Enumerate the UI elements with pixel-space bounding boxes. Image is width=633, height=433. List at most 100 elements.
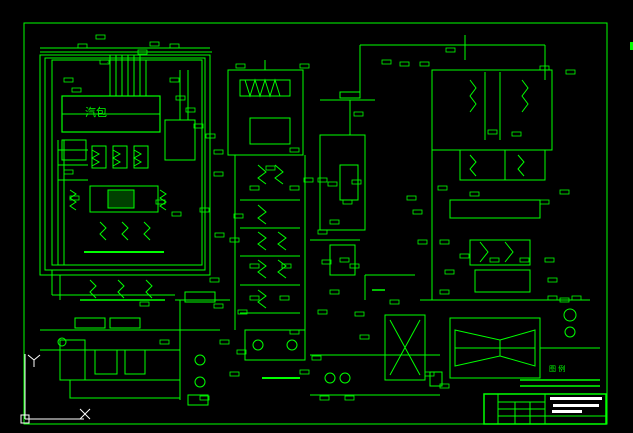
equipment-tag	[63, 169, 74, 175]
equipment-tag	[149, 41, 160, 47]
equipment-tag	[63, 77, 74, 83]
equipment-tag	[265, 165, 276, 171]
equipment-tag	[229, 371, 240, 377]
equipment-tag	[439, 383, 450, 389]
equipment-tag	[419, 61, 430, 67]
equipment-tag	[389, 299, 400, 305]
equipment-tag	[321, 259, 332, 265]
equipment-tag	[236, 349, 247, 355]
boiler-block	[39, 47, 212, 329]
equipment-tag	[469, 191, 480, 197]
equipment-tag	[209, 277, 220, 283]
equipment-tag	[445, 47, 456, 53]
equipment-tag	[317, 229, 328, 235]
equipment-tag	[399, 61, 410, 67]
equipment-tag	[311, 355, 322, 361]
equipment-tag	[299, 369, 310, 375]
equipment-tag	[249, 185, 260, 191]
equipment-tag	[319, 395, 330, 401]
equipment-tag	[139, 301, 150, 307]
equipment-tag	[303, 177, 314, 183]
equipment-tag	[519, 257, 530, 263]
equipment-tag	[219, 339, 230, 345]
equipment-tag	[444, 269, 455, 275]
equipment-tag	[214, 232, 225, 238]
equipment-tag	[69, 195, 80, 201]
equipment-tag	[229, 237, 240, 243]
equipment-tag	[511, 131, 522, 137]
equipment-tag	[233, 213, 244, 219]
equipment-tag	[171, 211, 182, 217]
equipment-tag	[351, 179, 362, 185]
equipment-tag	[99, 59, 110, 65]
equipment-tag	[249, 295, 260, 301]
drum-label: 汽包	[85, 105, 107, 119]
equipment-tag	[547, 295, 558, 301]
drum-annotation: ·	[107, 60, 109, 66]
equipment-tag	[381, 59, 392, 65]
equipment-tag	[342, 199, 353, 205]
equipment-tag	[155, 199, 166, 205]
equipment-tag	[281, 263, 292, 269]
equipment-tag	[354, 311, 365, 317]
equipment-tag	[439, 239, 450, 245]
equipment-tag	[213, 303, 224, 309]
equipment-tag	[317, 177, 328, 183]
equipment-tag	[571, 295, 582, 301]
pump-area	[40, 291, 230, 406]
equipment-tag	[459, 253, 470, 259]
equipment-tag	[289, 329, 300, 335]
equipment-tag	[249, 263, 260, 269]
equipment-tag	[235, 63, 246, 69]
equipment-tag	[193, 123, 204, 129]
equipment-tag	[199, 207, 210, 213]
equipment-tag	[359, 334, 370, 340]
equipment-tags	[63, 34, 582, 401]
equipment-tag	[344, 395, 355, 401]
equipment-tag	[213, 149, 224, 155]
equipment-tag	[299, 63, 310, 69]
equipment-tag	[417, 239, 428, 245]
equipment-tag	[77, 43, 88, 49]
drawing-border	[23, 22, 608, 425]
equipment-tag	[137, 49, 148, 55]
equipment-tag	[437, 185, 448, 191]
equipment-tag	[213, 171, 224, 177]
equipment-tag	[544, 257, 555, 263]
equipment-tag	[185, 107, 196, 113]
equipment-tag	[71, 87, 82, 93]
ucs-icon	[20, 354, 91, 424]
equipment-tag	[412, 209, 423, 215]
legend-label: 图 例	[549, 364, 565, 373]
equipment-tag	[539, 199, 550, 205]
equipment-tag	[539, 65, 550, 71]
equipment-tag	[349, 263, 360, 269]
equipment-tag	[205, 133, 216, 139]
equipment-tag	[353, 111, 364, 117]
turbine-section	[310, 35, 600, 396]
equipment-tag	[339, 257, 350, 263]
legend-area	[520, 379, 600, 387]
equipment-tag	[279, 295, 290, 301]
feedwater-column	[227, 60, 375, 379]
equipment-tag	[317, 309, 328, 315]
equipment-tag	[327, 181, 338, 187]
equipment-tag	[199, 395, 210, 401]
equipment-tag	[487, 129, 498, 135]
equipment-tag	[175, 95, 186, 101]
equipment-tag	[547, 277, 558, 283]
equipment-tag	[159, 339, 170, 345]
equipment-tag	[439, 289, 450, 295]
equipment-tag	[237, 309, 248, 315]
equipment-tag	[489, 257, 500, 263]
equipment-tag	[559, 189, 570, 195]
equipment-tag	[289, 185, 300, 191]
equipment-tag	[289, 147, 300, 153]
title-block	[483, 393, 607, 425]
equipment-tag	[169, 43, 180, 49]
equipment-tag	[169, 77, 180, 83]
equipment-tag	[329, 289, 340, 295]
equipment-tag	[95, 34, 106, 40]
